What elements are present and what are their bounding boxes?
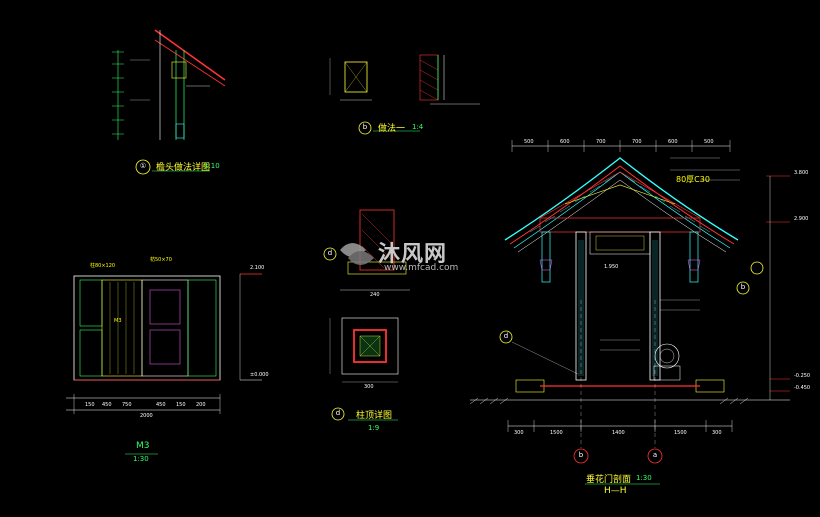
plan-dim-4: 450	[156, 402, 166, 408]
level-ground-2: -0.450	[794, 385, 811, 391]
plan-annotation-a: 柱80×120	[90, 263, 116, 269]
plan-dim-2: 450	[102, 402, 112, 408]
watermark-logo	[340, 243, 374, 265]
plan-annotation-b: 枋50×70	[150, 257, 172, 263]
level-ground-1: -0.250	[794, 373, 811, 379]
elev-dim-top-2: 600	[560, 139, 570, 145]
elevation-bubble-right: b	[740, 283, 746, 291]
top-detail-bubble: b	[362, 123, 368, 131]
axis-bubble-b: b	[578, 451, 584, 459]
plan-dim-1: 150	[85, 402, 95, 408]
axis-bubble-a: a	[652, 451, 658, 459]
eave-detail-scale: 1:10	[204, 162, 220, 170]
elev-dim-bottom-1: 300	[514, 430, 524, 436]
elevation-drawing	[469, 140, 790, 485]
column-detail-dim-side: 300	[364, 384, 374, 390]
level-eave: 2.900	[794, 216, 809, 222]
eave-detail-bubble: ①	[139, 162, 147, 170]
elevation-bubble-left: d	[503, 332, 509, 340]
plan-level-zero: ±0.000	[250, 372, 269, 378]
elev-dim-top-5: 600	[668, 139, 678, 145]
elev-dim-bottom-4: 1500	[674, 430, 687, 436]
plan-dim-total: 2000	[140, 413, 153, 419]
plan-dim-6: 200	[196, 402, 206, 408]
elevation-note: 80厚C30	[676, 175, 710, 184]
elev-dim-bottom-2: 1500	[550, 430, 563, 436]
column-detail-drawing	[323, 209, 410, 421]
elev-dim-top-1: 500	[524, 139, 534, 145]
eave-detail-drawing	[112, 29, 226, 175]
column-detail-bubble: d	[335, 409, 341, 417]
elev-dim-top-6: 500	[704, 139, 714, 145]
top-detail-drawing	[329, 54, 480, 135]
top-detail-scale: 1:4	[412, 123, 424, 131]
level-lintel: 1.950	[604, 264, 619, 270]
top-detail-title: 做法一	[378, 124, 406, 134]
plan-title: M3	[136, 441, 150, 451]
column-detail-title: 柱顶详图	[356, 411, 393, 421]
plan-dim-3: 750	[122, 402, 132, 408]
plan-scale: 1:30	[133, 455, 149, 463]
elev-dim-top-4: 700	[632, 139, 642, 145]
column-detail-bubble-top: d	[327, 249, 333, 257]
plan-level-top: 2.100	[250, 265, 265, 271]
eave-detail-title: 檐头做法详图	[156, 163, 211, 173]
elevation-section-mark: H—H	[604, 486, 627, 496]
elevation-title: 垂花门剖面	[586, 475, 632, 485]
watermark-url: www.mfcad.com	[384, 263, 459, 273]
watermark-brand: 沐风网	[378, 242, 448, 267]
elev-dim-top-3: 700	[596, 139, 606, 145]
level-ridge: 3.800	[794, 170, 809, 176]
plan-dim-5: 150	[176, 402, 186, 408]
column-detail-dim: 240	[370, 292, 380, 298]
column-detail-scale: 1:9	[368, 424, 380, 432]
elev-dim-bottom-5: 300	[712, 430, 722, 436]
plan-m3-drawing	[66, 273, 262, 455]
elevation-scale: 1:30	[636, 474, 652, 482]
plan-annotation-c: M3	[114, 318, 122, 324]
elev-dim-bottom-3: 1400	[612, 430, 625, 436]
